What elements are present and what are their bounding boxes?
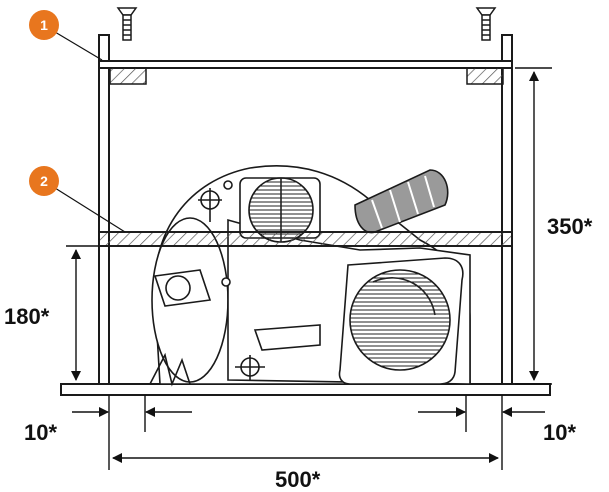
top-panel bbox=[98, 60, 513, 69]
base-plinth bbox=[60, 383, 551, 396]
mounting-block-left bbox=[109, 67, 147, 85]
callout-2-label: 2 bbox=[40, 173, 48, 189]
callout-1-label: 1 bbox=[40, 17, 48, 33]
dimension-label-clearance-left: 10* bbox=[24, 420, 57, 445]
dimension-lines bbox=[66, 67, 552, 470]
screw-icon bbox=[116, 7, 138, 41]
shelf-board bbox=[98, 231, 513, 247]
screw-icon bbox=[475, 7, 497, 41]
dimension-label-width: 500* bbox=[275, 467, 321, 492]
appliance-unit bbox=[149, 165, 471, 387]
callout-2: 2 bbox=[29, 166, 126, 233]
dimension-label-clearance-right: 10* bbox=[543, 420, 576, 445]
right-post bbox=[501, 34, 513, 386]
callout-1: 1 bbox=[29, 10, 103, 61]
dimension-label-height-top: 350* bbox=[547, 214, 593, 239]
mounting-block-right bbox=[466, 67, 504, 85]
left-post bbox=[98, 34, 110, 386]
dimension-label-height-bottom: 180* bbox=[4, 304, 50, 329]
